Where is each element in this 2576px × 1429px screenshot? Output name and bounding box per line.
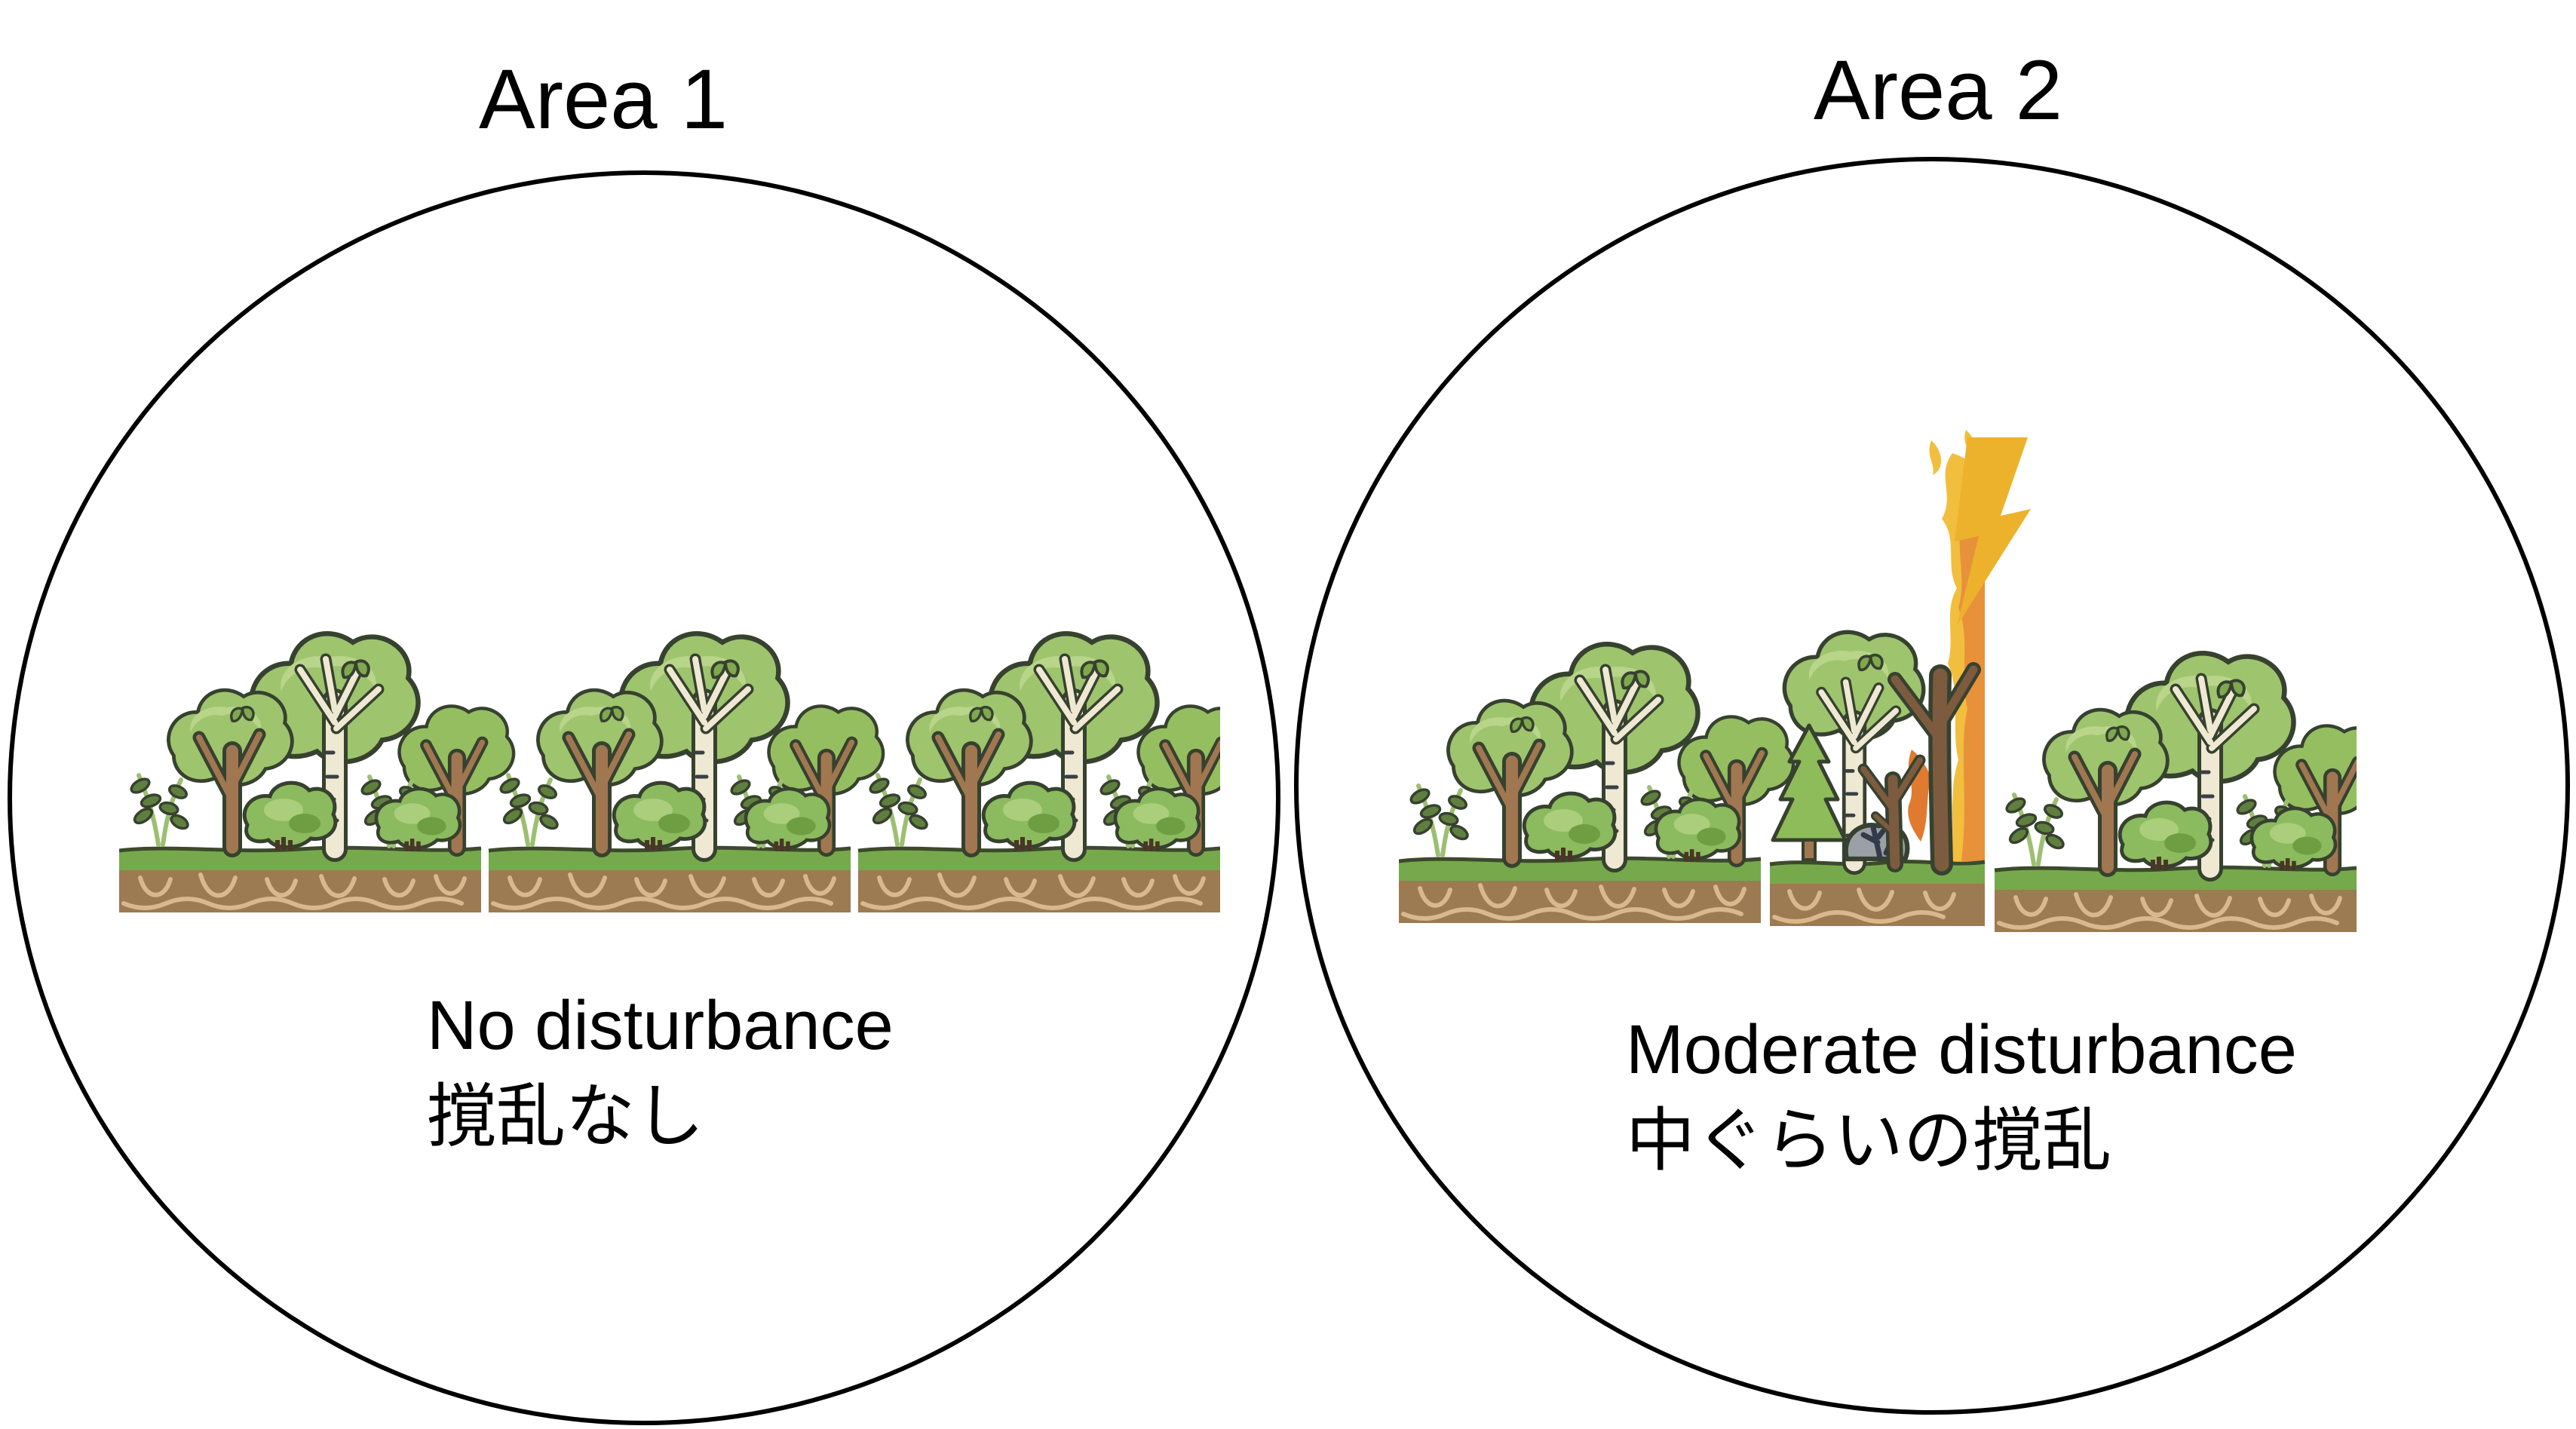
area-2-forest-illustration xyxy=(1399,430,2357,938)
forest-tile xyxy=(858,633,1220,912)
area-1-caption-en: No disturbance xyxy=(427,987,894,1064)
forest-tile xyxy=(1995,653,2357,932)
area-2-caption-en: Moderate disturbance xyxy=(1626,1011,2297,1088)
burning-forest-tile xyxy=(1770,430,1985,926)
snag-tree xyxy=(1857,754,1926,872)
forest-tile xyxy=(1399,644,1793,923)
burning-tree xyxy=(1888,662,1981,875)
area-1-caption: No disturbance 撹乱なし xyxy=(427,980,894,1164)
area-1-title: Area 1 xyxy=(479,52,728,146)
area-2-title: Area 2 xyxy=(1814,43,2062,137)
area-1-caption-ja: 撹乱なし xyxy=(427,1078,705,1156)
flame-flick xyxy=(1929,440,1942,475)
area-2-caption-ja: 中ぐらいの撹乱 xyxy=(1626,1102,2112,1180)
forest-tile xyxy=(119,633,514,912)
area-2-caption: Moderate disturbance 中ぐらいの撹乱 xyxy=(1626,1004,2297,1188)
lightning-icon xyxy=(1955,437,2031,626)
forest-tile xyxy=(489,633,883,912)
area-1-forest-illustration xyxy=(119,617,1220,914)
